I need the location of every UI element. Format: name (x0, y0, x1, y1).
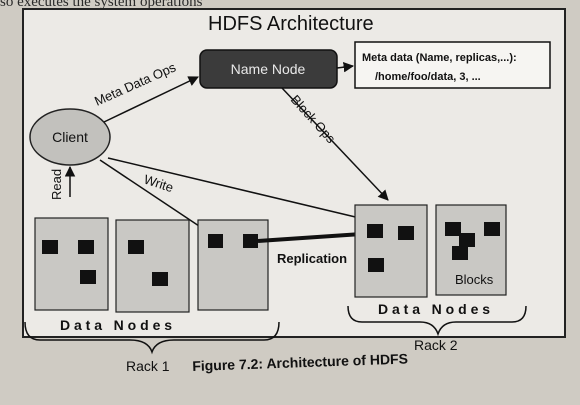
rack1-label: Rack 1 (126, 358, 170, 374)
blocks-label: Blocks (455, 272, 494, 287)
rack2-label: Rack 2 (414, 337, 458, 353)
block-ops-arrow (281, 87, 389, 201)
read-label: Read (49, 169, 64, 200)
rack2-data-node-1 (354, 204, 428, 298)
metadata-box: Meta data (Name, replicas,...): /home/fo… (354, 41, 551, 89)
write-arrow-to-rack1 (99, 159, 209, 233)
meta-data-ops-arrow (103, 76, 199, 123)
rack1-data-node-1 (34, 217, 109, 311)
block (243, 234, 258, 248)
rack1-data-node-3 (197, 219, 269, 311)
metadata-line-1: Meta data (Name, replicas,...): (362, 52, 517, 64)
metadata-line-2: /home/foo/data, 3, ... (375, 71, 481, 83)
block (208, 234, 223, 248)
block-ops-label: Block Ops (288, 92, 339, 146)
rack2-data-node-2: Blocks (435, 204, 507, 296)
block (152, 272, 168, 286)
rack2-brace (347, 305, 527, 337)
block (398, 226, 414, 240)
block (78, 240, 94, 254)
data-nodes-label-right: D a t a N o d e s (378, 301, 490, 317)
write-arrow-to-rack2 (107, 157, 370, 223)
diagram-title: HDFS Architecture (208, 13, 374, 35)
block (452, 246, 468, 260)
name-node-to-metadata-arrow (336, 61, 355, 73)
page-text-top: so executes the system operations (0, 0, 203, 10)
meta-data-ops-label: Meta Data Ops (92, 59, 178, 108)
block (367, 224, 383, 238)
data-nodes-label-left: D a t a N o d e s (60, 317, 172, 333)
block (484, 222, 500, 236)
name-node: Name Node (199, 49, 338, 89)
block (80, 270, 96, 284)
block (128, 240, 144, 254)
block (459, 233, 475, 247)
rack1-data-node-2 (115, 219, 190, 313)
rack1-brace (24, 321, 280, 355)
block (368, 258, 384, 272)
block (445, 222, 461, 236)
block (42, 240, 58, 254)
client: Client (29, 108, 111, 166)
replication-label: Replication (277, 251, 347, 266)
name-node-label: Name Node (231, 61, 306, 77)
client-label: Client (52, 129, 88, 145)
